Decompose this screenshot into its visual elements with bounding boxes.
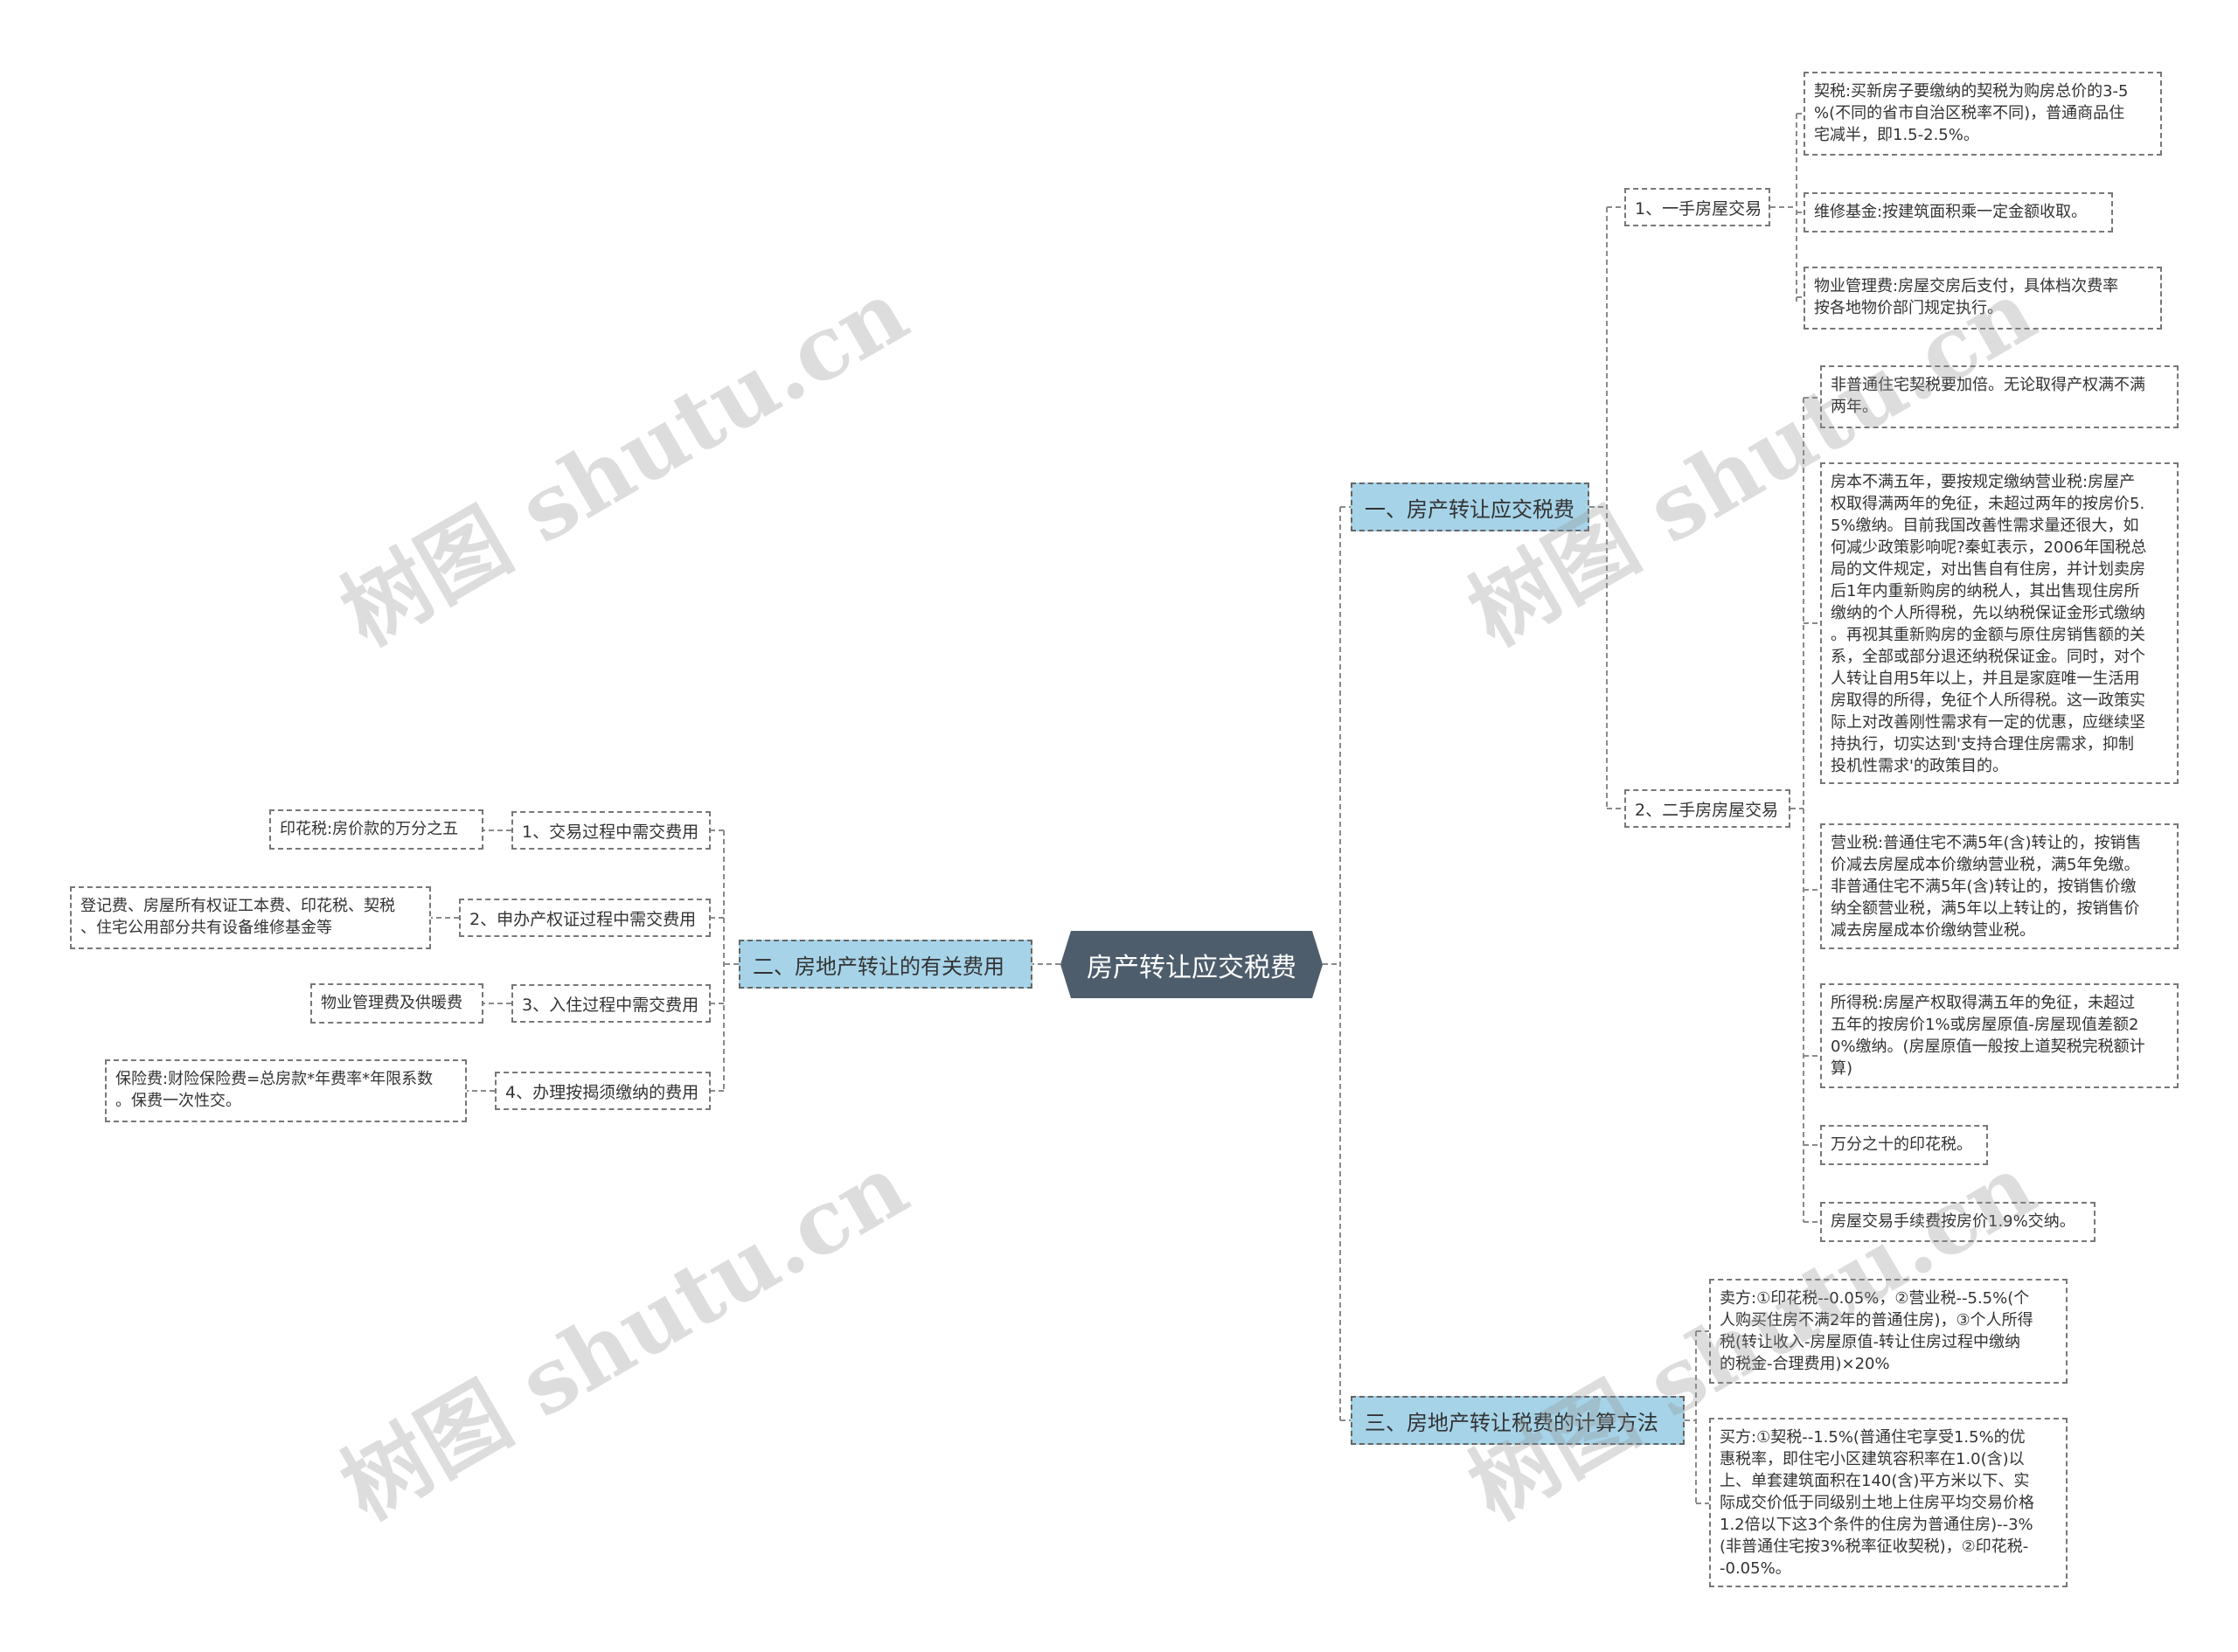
sub-mortgage-fees[interactable]: 4、办理按揭须缴纳的费用 <box>495 1072 711 1110</box>
root-topic-label: 房产转让应交税费 <box>1087 952 1296 983</box>
link-b3-leaves <box>1685 1330 1709 1504</box>
leaf-stamp-duty[interactable]: 万分之十的印花税。 <box>1820 1125 1988 1165</box>
sub-label: 2、申办产权证过程中需交费用 <box>469 909 697 929</box>
sub-move-in-fees[interactable]: 3、入住过程中需交费用 <box>511 984 711 1023</box>
leaf-seller-taxes[interactable]: 卖方:①印花税--0.05%，②营业税--5.5%(个 人购买住房不满2年的普通… <box>1709 1279 2068 1384</box>
leaf-stamp-duty-price[interactable]: 印花税:房价款的万分之五 <box>269 809 483 850</box>
leaf-business-tax-policy[interactable]: 房本不满五年，要按规定缴纳营业税:房屋产 权取得满两年的免征，未超过两年的按房价… <box>1820 462 2179 784</box>
leaf-property-heating-fees[interactable]: 物业管理费及供暖费 <box>310 983 483 1024</box>
leaf-insurance-fee[interactable]: 保险费:财险保险费=总房款*年费率*年限系数 。保费一次性交。 <box>105 1059 467 1122</box>
leaf-handling-fee[interactable]: 房屋交易手续费按房价1.9%交纳。 <box>1820 1202 2096 1242</box>
leaf-deed-tax[interactable]: 契税:买新房子要缴纳的契税为购房总价的3-5 %(不同的省市自治区税率不同)，普… <box>1804 72 2162 156</box>
branch-related-fees[interactable]: 二、房地产转让的有关费用 <box>739 940 1032 989</box>
link-root-right-trunk <box>1323 506 1351 1421</box>
branch-label: 一、房产转让应交税费 <box>1365 496 1574 522</box>
sub-label: 2、二手房房屋交易 <box>1635 800 1779 820</box>
leaf-registration-fees[interactable]: 登记费、房屋所有权证工本费、印花税、契税 、住宅公用部分共有设备维修基金等 <box>70 886 431 949</box>
leaf-property-fee[interactable]: 物业管理费:房屋交房后支付，具体档次费率 按各地物价部门规定执行。 <box>1804 267 2162 330</box>
link-b2-subs <box>711 829 739 1092</box>
sub-first-hand-transaction[interactable]: 1、一手房屋交易 <box>1624 188 1770 226</box>
leaf-maintenance-fund[interactable]: 维修基金:按建筑面积乘一定金额收取。 <box>1804 192 2113 233</box>
sub-label: 3、入住过程中需交费用 <box>522 995 699 1015</box>
sub-label: 1、一手房屋交易 <box>1635 198 1762 219</box>
sub-label: 1、交易过程中需交费用 <box>522 822 699 842</box>
leaf-income-tax[interactable]: 所得税:房屋产权取得满五年的免征，未超过 五年的按房价1%或房屋原值-房屋现值差… <box>1820 983 2179 1088</box>
link-s2-leaves <box>1790 397 1820 1223</box>
link-s1-leaves <box>1770 113 1804 302</box>
sub-second-hand-transaction[interactable]: 2、二手房房屋交易 <box>1624 789 1790 828</box>
branch-label: 二、房地产转让的有关费用 <box>753 954 1004 979</box>
branch-label: 三、房地产转让税费的计算方法 <box>1365 1410 1658 1435</box>
sub-transaction-fees[interactable]: 1、交易过程中需交费用 <box>511 811 711 850</box>
root-topic[interactable]: 房产转让应交税费 <box>1060 931 1323 998</box>
leaf-buyer-taxes[interactable]: 买方:①契税--1.5%(普通住宅享受1.5%的优 惠税率，即住宅小区建筑容积率… <box>1709 1418 2068 1587</box>
leaf-business-tax[interactable]: 营业税:普通住宅不满5年(含)转让的，按销售 价减去房屋成本价缴纳营业税，满5年… <box>1820 823 2179 949</box>
branch-calculation-method[interactable]: 三、房地产转让税费的计算方法 <box>1351 1396 1685 1445</box>
link-b2-leaves <box>431 829 511 1092</box>
leaf-non-ordinary-deed-tax[interactable]: 非普通住宅契税要加倍。无论取得产权满不满 两年。 <box>1820 365 2179 428</box>
branch-tax-payable[interactable]: 一、房产转让应交税费 <box>1351 482 1589 531</box>
sub-label: 4、办理按揭须缴纳的费用 <box>505 1082 699 1102</box>
sub-title-certificate-fees[interactable]: 2、申办产权证过程中需交费用 <box>459 899 711 937</box>
link-b1-subs <box>1589 206 1624 809</box>
